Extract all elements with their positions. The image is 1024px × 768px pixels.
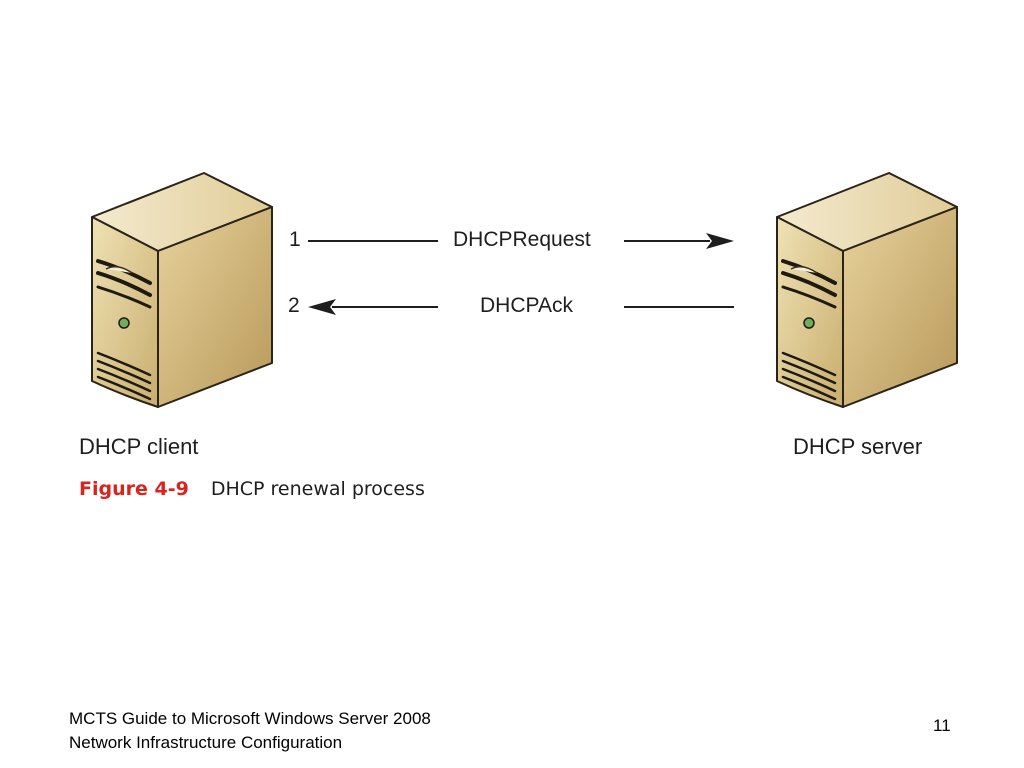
dhcp-server-icon [775, 171, 959, 409]
footer-line-2: Network Infrastructure Configuration [69, 733, 343, 752]
step-number-2: 2 [288, 294, 300, 317]
page-number: 11 [933, 716, 951, 735]
ack-arrow [308, 299, 734, 315]
client-server-icon [90, 171, 274, 409]
figure-title: DHCP renewal process [210, 478, 425, 500]
client-label: DHCP client [79, 434, 199, 459]
dhcp-request-label: DHCPRequest [453, 228, 591, 251]
footer-course-title: MCTS Guide to Microsoft Windows Server 2… [69, 707, 431, 755]
dhcp-ack-label: DHCPAck [480, 294, 573, 317]
figure-caption: Figure 4-9 DHCP renewal process [79, 478, 425, 501]
server-label: DHCP server [793, 434, 923, 459]
request-arrow [308, 233, 734, 249]
figure-number: Figure 4-9 [79, 478, 189, 500]
step-number-1: 1 [289, 228, 301, 251]
footer-line-1: MCTS Guide to Microsoft Windows Server 2… [69, 709, 431, 728]
